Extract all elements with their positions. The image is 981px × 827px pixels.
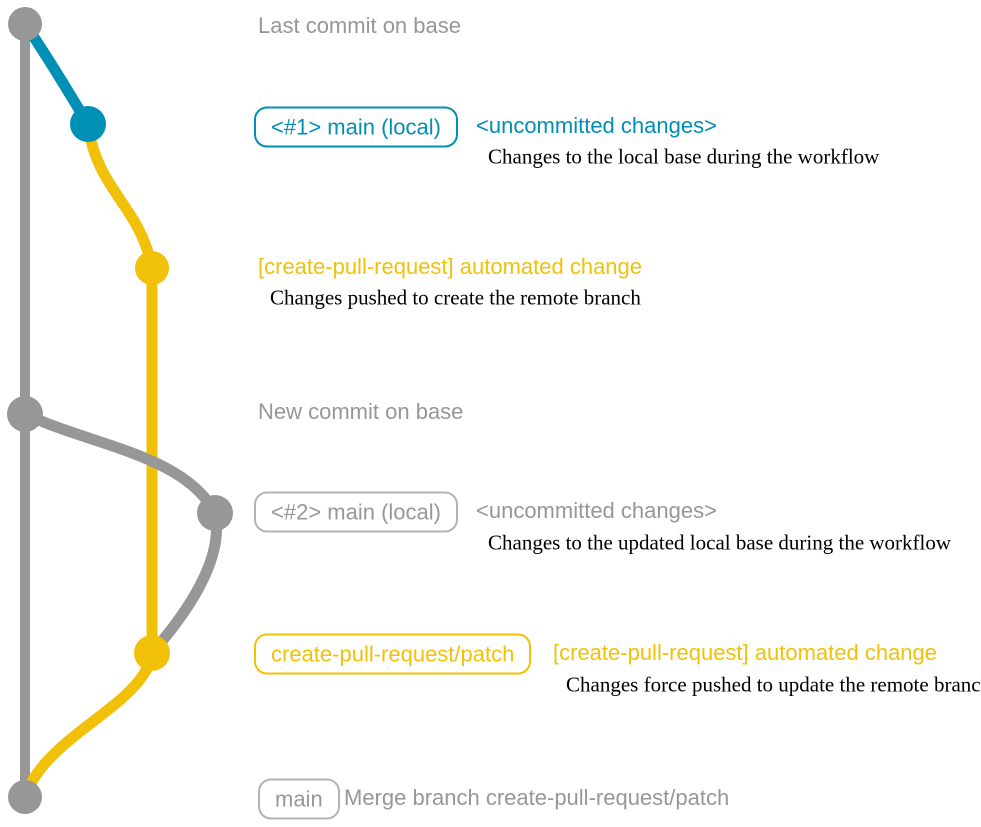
badge-main-local-2: <#2> main (local) (254, 491, 458, 533)
badge-create-pull-request-patch: create-pull-request/patch (254, 633, 532, 675)
description-updated-local-base-changes: Changes to the updated local base during… (488, 530, 952, 555)
description-pushed-create-branch: Changes pushed to create the remote bran… (270, 285, 641, 310)
commit-dot-automated-change-1 (135, 251, 169, 285)
description-local-base-changes: Changes to the local base during the wor… (488, 144, 880, 169)
commit-message-merge-branch: Merge branch create-pull-request/patch (344, 785, 730, 810)
commit-message-automated-change-2: [create-pull-request] automated change (553, 640, 938, 665)
badge-main: main (258, 778, 340, 820)
description-force-pushed-update-branch: Changes force pushed to update the remot… (566, 672, 981, 697)
badge-main-local-2-label: <#2> main (local) (254, 491, 458, 533)
commit-dot-last-base (8, 7, 42, 41)
label-new-commit-on-base: New commit on base (258, 399, 464, 424)
status-uncommitted-changes-2: <uncommitted changes> (476, 498, 717, 523)
badge-main-local-1: <#1> main (local) (254, 106, 458, 148)
status-uncommitted-changes-1: <uncommitted changes> (476, 113, 717, 138)
commit-dot-local-main-2 (197, 495, 233, 531)
commit-dot-new-base (7, 396, 43, 432)
badge-main-label: main (258, 778, 340, 820)
badge-create-pull-request-patch-label: create-pull-request/patch (254, 633, 532, 675)
patch-branch-line (82, 123, 158, 653)
updated-local-main-curve-out (22, 409, 220, 516)
commit-dot-automated-change-2 (134, 635, 170, 671)
updated-local-main-curve-in (147, 511, 222, 657)
label-last-commit-on-base: Last commit on base (258, 13, 461, 38)
badge-main-local-1-label: <#1> main (local) (254, 106, 458, 148)
patch-merge-curve (19, 651, 158, 799)
commit-dot-merge (8, 780, 42, 814)
commit-message-automated-change-1: [create-pull-request] automated change (258, 254, 643, 279)
commit-dot-local-main-1 (70, 106, 106, 142)
